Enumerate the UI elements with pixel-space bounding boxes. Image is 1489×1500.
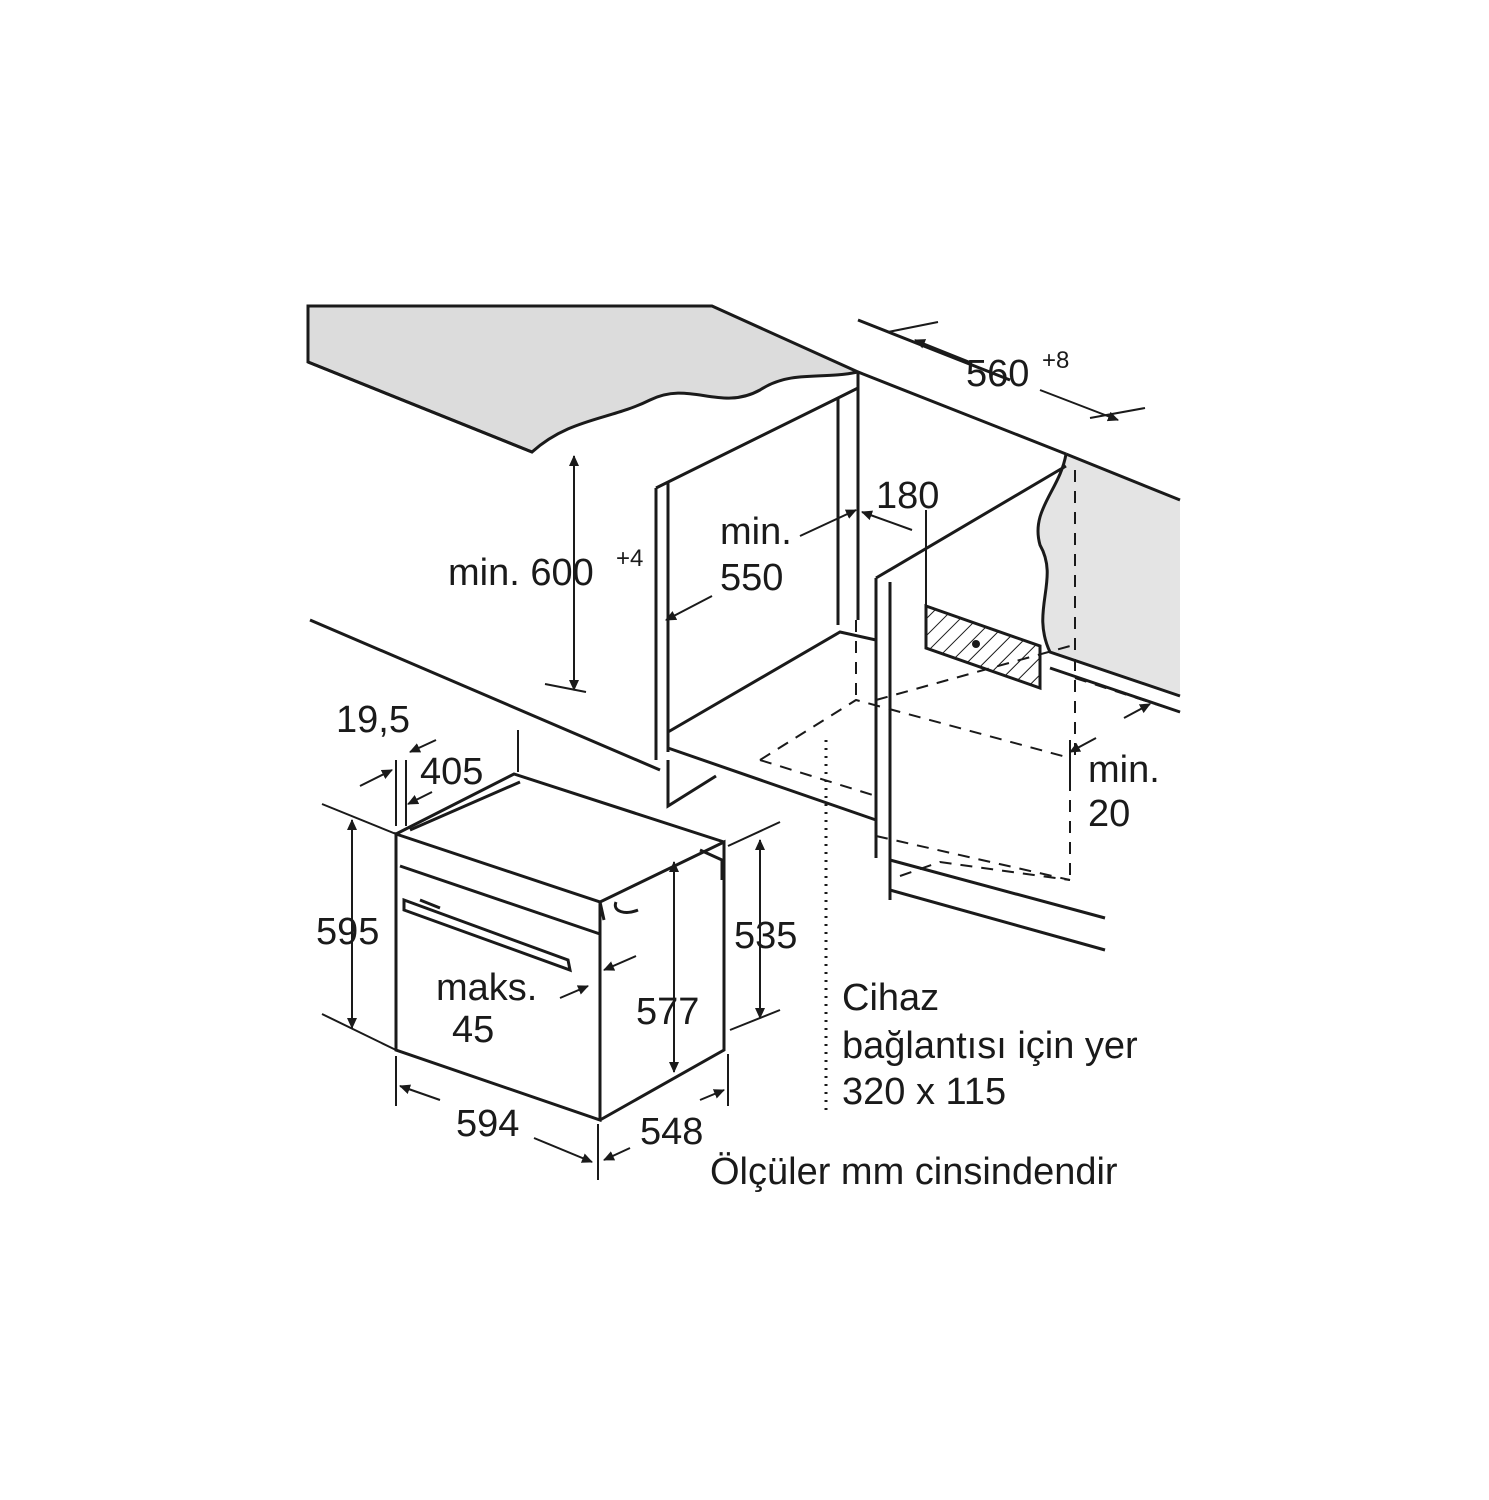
oven bbox=[394, 772, 726, 1123]
label-niche-width-tol: +8 bbox=[1042, 347, 1069, 374]
countertop bbox=[306, 304, 863, 454]
label-inner-height: 577 bbox=[636, 991, 699, 1033]
label-connection-line1: Cihaz bbox=[842, 977, 939, 1019]
label-connection-line2: bağlantısı için yer bbox=[842, 1025, 1138, 1067]
right-wall-panel bbox=[1036, 452, 1181, 714]
label-niche-height: min. 600 bbox=[448, 552, 594, 594]
label-connection-line3: 320 x 115 bbox=[842, 1071, 1006, 1113]
label-oven-height: 595 bbox=[316, 911, 379, 953]
label-conn-offset: 180 bbox=[876, 475, 939, 517]
label-niche-height-tol: +4 bbox=[616, 545, 643, 572]
label-niche-depth-line1: min. bbox=[720, 511, 792, 553]
label-gap-line1: min. bbox=[1088, 749, 1160, 791]
niche-cabinet bbox=[309, 318, 1106, 952]
label-niche-width: 560 bbox=[966, 353, 1029, 395]
label-handle-line2: 45 bbox=[452, 1009, 494, 1051]
label-gap-line2: 20 bbox=[1088, 793, 1130, 835]
label-handle-line1: maks. bbox=[436, 967, 537, 1009]
connection-zone bbox=[824, 510, 1042, 1112]
label-oven-depth: 548 bbox=[640, 1111, 703, 1153]
dimension-lines bbox=[321, 321, 1151, 1180]
label-body-height: 535 bbox=[734, 915, 797, 957]
hidden-edges bbox=[759, 470, 1181, 881]
label-body-offset: 405 bbox=[420, 751, 483, 793]
units-note: Ölçüler mm cinsindendir bbox=[710, 1151, 1118, 1193]
label-front-thickness: 19,5 bbox=[336, 699, 410, 741]
label-niche-depth-line2: 550 bbox=[720, 557, 783, 599]
label-oven-width: 594 bbox=[456, 1103, 519, 1145]
dimension-labels: 560 +8 180 min. 550 min. 600 +4 min. 20 … bbox=[316, 347, 1160, 1193]
